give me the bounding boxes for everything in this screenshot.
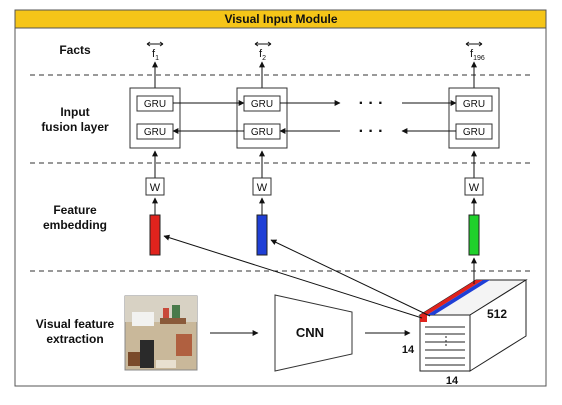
row-label-input-fusion-2: fusion layer — [41, 120, 109, 134]
embedding-bar-red — [149, 214, 161, 256]
cnn-block — [274, 294, 353, 372]
svg-text:GRU: GRU — [144, 99, 166, 110]
embedding-bar-green — [468, 214, 480, 256]
svg-text:GRU: GRU — [463, 99, 485, 110]
svg-text:GRU: GRU — [144, 127, 166, 138]
title-bar — [14, 9, 547, 29]
row-label-feature-embedding-1: Feature — [53, 203, 97, 217]
living-room-photo-icon — [124, 295, 198, 371]
cube-height-label: 14 — [402, 344, 415, 356]
row-label-input-fusion-1: Input — [60, 105, 89, 119]
row-label-visual-feature-1: Visual feature — [36, 317, 115, 331]
w-box — [252, 177, 272, 196]
svg-text:GRU: GRU — [463, 127, 485, 138]
cube-to-embedding-arrows — [163, 234, 477, 319]
cube-width-label: 14 — [446, 375, 459, 387]
ellipsis-backward: · · · — [359, 123, 384, 140]
row-label-facts: Facts — [59, 43, 91, 57]
svg-text:GRU: GRU — [251, 99, 273, 110]
fact-bidirectional-arrow-icon — [465, 41, 483, 47]
fact-label: f196 — [470, 48, 485, 62]
cube-depth-label: 512 — [487, 307, 507, 321]
cnn-label: CNN — [296, 325, 324, 340]
fact-bidirectional-arrow-icon — [146, 41, 164, 47]
fact-column-196: f196 GRU GRU W — [448, 41, 500, 256]
fact-column-1: f1 GRU GRU W — [129, 41, 181, 256]
fact-label: f1 — [152, 48, 159, 62]
fact-label: f2 — [259, 48, 266, 62]
row-label-feature-embedding-2: embedding — [43, 218, 107, 232]
svg-text:W: W — [257, 182, 268, 194]
svg-text:GRU: GRU — [251, 127, 273, 138]
svg-text:W: W — [469, 182, 480, 194]
svg-text:W: W — [150, 182, 161, 194]
feature-map-cube — [418, 279, 528, 372]
fact-bidirectional-arrow-icon — [254, 41, 272, 47]
w-box — [464, 177, 484, 196]
module-title: Visual Input Module — [224, 12, 337, 26]
w-box — [145, 177, 165, 196]
row-label-visual-feature-2: extraction — [46, 332, 103, 346]
cube-blue-strip — [427, 280, 490, 315]
gru-connections — [172, 100, 457, 134]
cube-red-strip — [420, 280, 483, 315]
row-separators — [30, 74, 530, 272]
fact-column-2: f2 GRU GRU W — [236, 41, 288, 256]
embedding-bar-blue — [256, 214, 268, 256]
ellipsis-forward: · · · — [359, 95, 384, 112]
